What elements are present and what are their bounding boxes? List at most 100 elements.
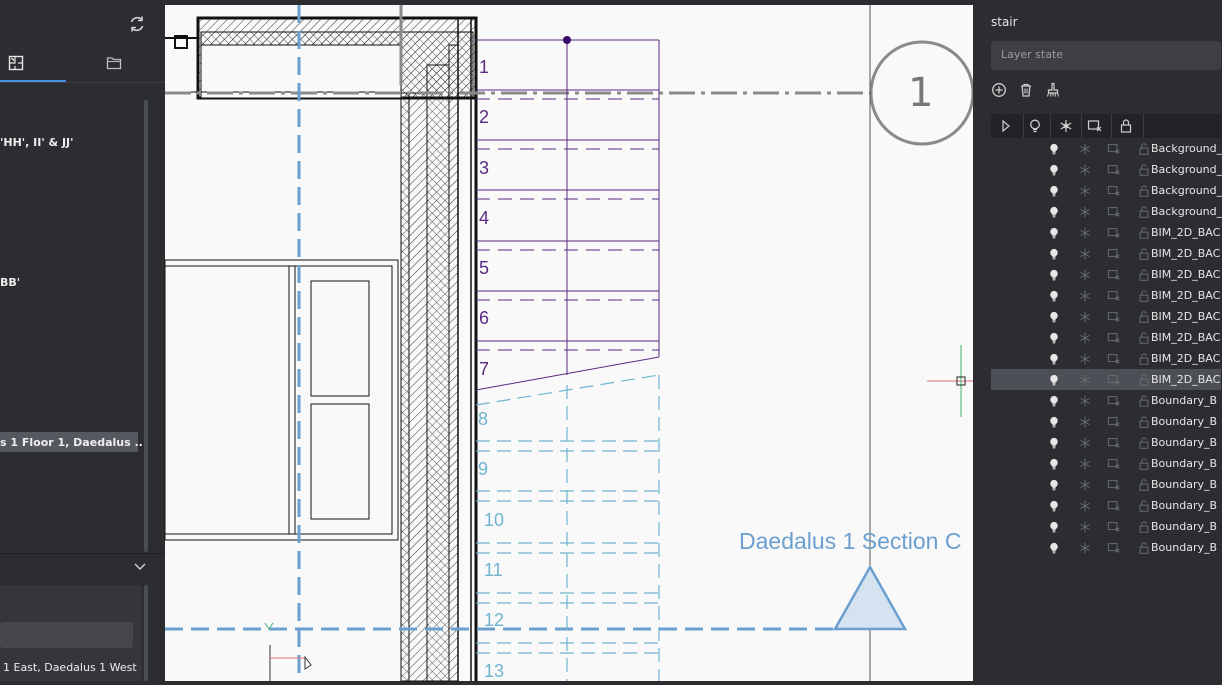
properties-scrollbar[interactable] — [144, 585, 148, 681]
visibility-bulb-icon[interactable] — [1047, 330, 1061, 344]
viewport-freeze-icon[interactable] — [1107, 435, 1121, 449]
layer-row[interactable]: BIM_2D_BAC — [991, 222, 1221, 243]
layer-row[interactable]: Boundary_B — [991, 537, 1221, 558]
viewport-freeze-icon[interactable] — [1107, 519, 1121, 533]
add-layer-icon[interactable] — [991, 82, 1007, 98]
layer-row[interactable]: Background_ — [991, 201, 1222, 222]
visibility-bulb-icon[interactable] — [1047, 183, 1061, 197]
layer-row[interactable]: BIM_2D_BAC — [991, 306, 1221, 327]
lock-icon[interactable] — [1137, 519, 1151, 533]
layer-row[interactable]: Boundary_B — [991, 516, 1221, 537]
layer-row[interactable]: Background_ — [991, 180, 1222, 201]
visibility-bulb-icon[interactable] — [1047, 246, 1061, 260]
layer-row[interactable]: BIM_2D_BAC — [991, 369, 1221, 390]
visibility-bulb-icon[interactable] — [1047, 225, 1061, 239]
freeze-snowflake-icon[interactable] — [1078, 225, 1092, 239]
purge-layer-icon[interactable] — [1045, 82, 1061, 98]
viewport-freeze-icon[interactable] — [1107, 288, 1121, 302]
lock-icon[interactable] — [1137, 498, 1151, 512]
layer-row[interactable]: Background_ — [991, 138, 1222, 159]
freeze-snowflake-icon[interactable] — [1078, 540, 1092, 554]
lock-icon[interactable] — [1137, 162, 1151, 176]
lock-icon[interactable] — [1137, 204, 1151, 218]
expand-all-icon[interactable] — [998, 118, 1014, 134]
freeze-snowflake-icon[interactable] — [1078, 267, 1092, 281]
viewport-freeze-icon[interactable] — [1107, 330, 1121, 344]
freeze-snowflake-icon[interactable] — [1078, 309, 1092, 323]
visibility-bulb-icon[interactable] — [1047, 498, 1061, 512]
freeze-snowflake-icon[interactable] — [1078, 246, 1092, 260]
lock-icon[interactable] — [1137, 246, 1151, 260]
lock-icon[interactable] — [1137, 183, 1151, 197]
tree-item[interactable]: BB' — [0, 276, 21, 289]
tree-item[interactable]: 'HH', II' & JJ' — [0, 136, 74, 149]
lock-icon[interactable] — [1137, 477, 1151, 491]
viewport-freeze-icon[interactable] — [1107, 414, 1121, 428]
lock-icon[interactable] — [1137, 540, 1151, 554]
viewport-freeze-icon[interactable] — [1107, 225, 1121, 239]
freeze-snowflake-icon[interactable] — [1078, 414, 1092, 428]
freeze-snowflake-icon[interactable] — [1078, 477, 1092, 491]
folder-icon[interactable] — [106, 55, 122, 71]
freeze-snowflake-icon[interactable] — [1078, 141, 1092, 155]
layer-row[interactable]: Boundary_B — [991, 411, 1221, 432]
layer-row[interactable]: BIM_2D_BAC — [991, 285, 1221, 306]
layer-row[interactable]: Boundary_B — [991, 474, 1221, 495]
visibility-bulb-icon[interactable] — [1047, 267, 1061, 281]
freeze-snowflake-icon[interactable] — [1058, 118, 1074, 134]
sync-icon[interactable] — [128, 15, 146, 33]
visibility-bulb-icon[interactable] — [1047, 288, 1061, 302]
freeze-snowflake-icon[interactable] — [1078, 519, 1092, 533]
viewport-freeze-icon[interactable] — [1107, 267, 1121, 281]
viewport-freeze-icon[interactable] — [1107, 456, 1121, 470]
lock-icon[interactable] — [1137, 414, 1151, 428]
layer-row[interactable]: BIM_2D_BAC — [991, 327, 1221, 348]
lock-icon[interactable] — [1137, 393, 1151, 407]
visibility-bulb-icon[interactable] — [1047, 540, 1061, 554]
layer-row[interactable]: Background_ — [991, 159, 1222, 180]
visibility-bulb-icon[interactable] — [1047, 351, 1061, 365]
visibility-bulb-icon[interactable] — [1047, 456, 1061, 470]
freeze-snowflake-icon[interactable] — [1078, 351, 1092, 365]
lock-icon[interactable] — [1137, 330, 1151, 344]
section-marker[interactable] — [832, 564, 908, 631]
property-input[interactable] — [0, 622, 133, 648]
viewport-freeze-icon[interactable] — [1107, 309, 1121, 323]
freeze-snowflake-icon[interactable] — [1078, 498, 1092, 512]
viewport-freeze-icon[interactable] — [1107, 498, 1121, 512]
visibility-bulb-icon[interactable] — [1047, 309, 1061, 323]
visibility-bulb-icon[interactable] — [1047, 519, 1061, 533]
viewport-freeze-icon[interactable] — [1107, 162, 1121, 176]
viewport-freeze-icon[interactable] — [1087, 118, 1103, 134]
visibility-bulb-icon[interactable] — [1047, 162, 1061, 176]
layer-row[interactable]: Boundary_B — [991, 390, 1221, 411]
floor-plan-icon[interactable] — [8, 55, 24, 71]
visibility-bulb-icon[interactable] — [1047, 393, 1061, 407]
lock-icon[interactable] — [1137, 288, 1151, 302]
viewport-freeze-icon[interactable] — [1107, 393, 1121, 407]
visibility-bulb-icon[interactable] — [1027, 118, 1043, 134]
viewport-freeze-icon[interactable] — [1107, 246, 1121, 260]
freeze-snowflake-icon[interactable] — [1078, 330, 1092, 344]
layer-state-field[interactable]: Layer state — [991, 41, 1221, 70]
viewport-freeze-icon[interactable] — [1107, 141, 1121, 155]
freeze-snowflake-icon[interactable] — [1078, 435, 1092, 449]
viewport-freeze-icon[interactable] — [1107, 204, 1121, 218]
visibility-bulb-icon[interactable] — [1047, 204, 1061, 218]
freeze-snowflake-icon[interactable] — [1078, 204, 1092, 218]
lock-icon[interactable] — [1137, 225, 1151, 239]
layer-row[interactable]: Boundary_B — [991, 495, 1221, 516]
delete-layer-icon[interactable] — [1018, 82, 1034, 98]
freeze-snowflake-icon[interactable] — [1078, 183, 1092, 197]
lock-icon[interactable] — [1137, 267, 1151, 281]
lock-icon[interactable] — [1137, 309, 1151, 323]
visibility-bulb-icon[interactable] — [1047, 141, 1061, 155]
viewport-freeze-icon[interactable] — [1107, 351, 1121, 365]
layer-search-value[interactable]: stair — [991, 15, 1018, 29]
layer-row[interactable]: Boundary_B — [991, 453, 1221, 474]
freeze-snowflake-icon[interactable] — [1078, 456, 1092, 470]
visibility-bulb-icon[interactable] — [1047, 414, 1061, 428]
layer-row[interactable]: BIM_2D_BAC — [991, 264, 1221, 285]
viewport-freeze-icon[interactable] — [1107, 183, 1121, 197]
